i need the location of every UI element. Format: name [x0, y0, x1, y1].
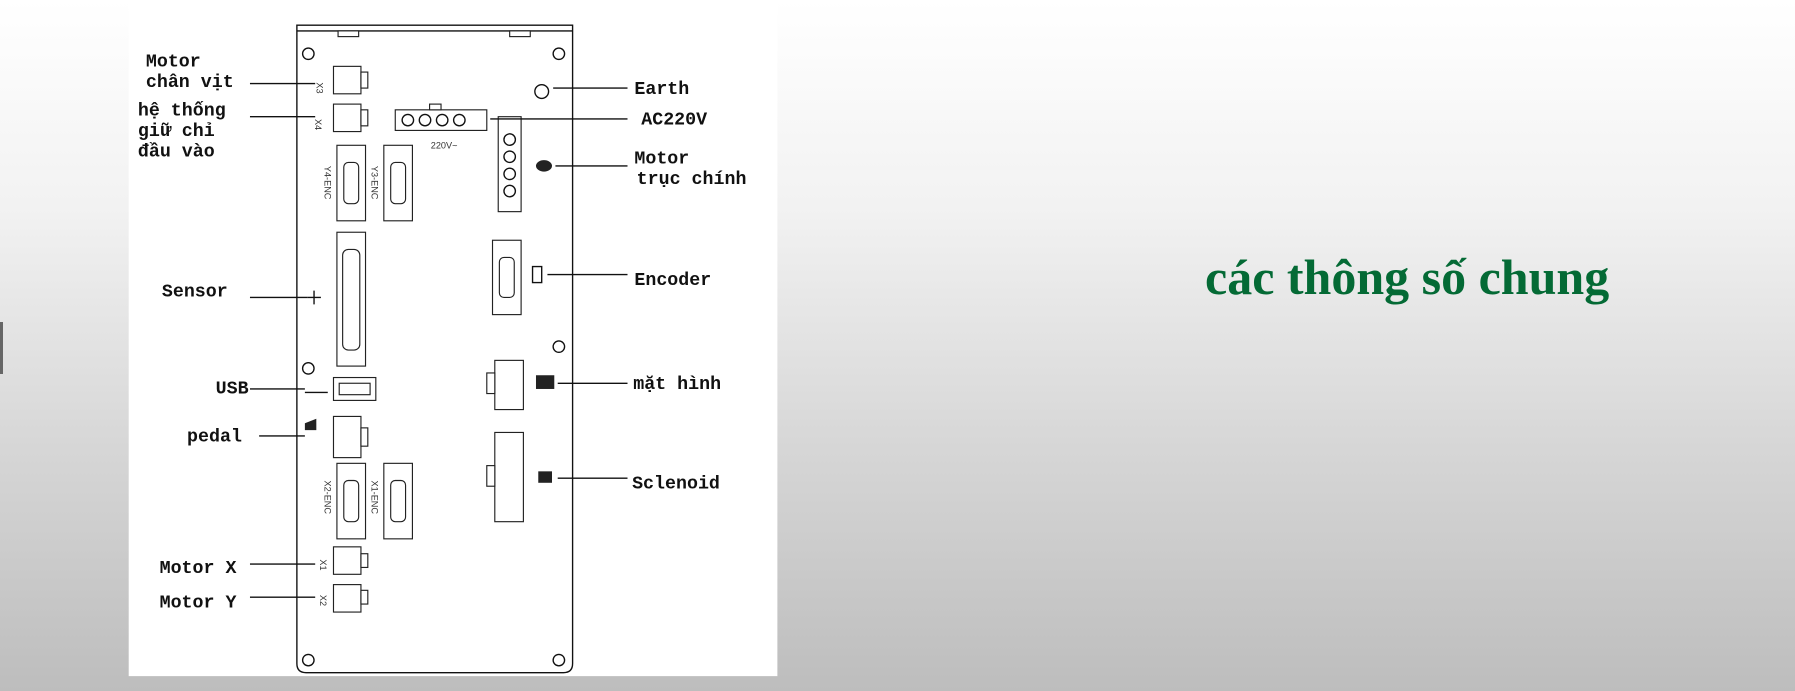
connector-x2 [332, 584, 369, 613]
label-motor-chan-vit-line2: chân vịt [146, 73, 234, 93]
label-motor-y: Motor Y [160, 593, 237, 613]
connector-x1 [332, 546, 369, 575]
label-motor-chan-vit: Motor [146, 52, 201, 72]
mark-y3-enc: Y3-ENC [369, 166, 379, 200]
connector-encoder [491, 239, 522, 316]
connector-x2-enc [336, 462, 367, 540]
connector-y3-enc [383, 144, 413, 222]
connector-usb [332, 376, 377, 401]
label-ac220v: AC220V [641, 111, 707, 131]
connector-y4-enc [336, 144, 367, 222]
label-he-thong-giu-chi: hệ thống [138, 101, 226, 122]
mark-x2: X2 [318, 595, 328, 606]
left-edge-marker [0, 322, 3, 374]
label-encoder: Encoder [634, 271, 711, 291]
label-motor-truc-chinh-line2: trục chính [637, 170, 747, 190]
solenoid-icon [538, 471, 552, 483]
label-earth: Earth [634, 80, 689, 100]
label-mat-hinh: mặt hình [633, 375, 721, 395]
motor-icon [535, 160, 552, 172]
connector-display [486, 359, 524, 411]
leader-lines [249, 82, 628, 598]
connector-solenoid [486, 431, 524, 523]
sensor-icon [307, 290, 321, 305]
mark-x1-enc: X1-ENC [369, 480, 379, 514]
mark-x1: X1 [318, 559, 328, 570]
label-he-thong-line2: giữ chỉ [138, 122, 215, 142]
label-he-thong-line3: đầu vào [138, 142, 215, 163]
display-icon [535, 375, 555, 389]
label-pedal: pedal [187, 428, 242, 448]
mark-x4: X4 [313, 119, 323, 130]
connector-ac220v [394, 103, 488, 131]
connector-spindle-motor [497, 116, 522, 213]
slide-title: các thông số chung [1205, 249, 1610, 305]
pedal-icon [304, 418, 317, 431]
mark-x3: X3 [314, 82, 324, 93]
connector-pedal [332, 415, 369, 459]
controller-board [296, 24, 574, 674]
mark-220v: 220V~ [431, 141, 458, 151]
connector-x1-enc [383, 462, 413, 540]
label-usb: USB [216, 380, 249, 400]
connector-x4 [332, 103, 369, 133]
mark-x2-enc: X2-ENC [322, 480, 332, 514]
connector-x3 [332, 65, 369, 95]
mark-y4-enc: Y4-ENC [322, 166, 332, 200]
connector-sensor-db25 [336, 231, 367, 367]
label-sensor: Sensor [162, 282, 228, 302]
label-motor-truc-chinh: Motor [634, 150, 689, 170]
label-solenoid: Sclenoid [632, 475, 720, 495]
label-motor-x: Motor X [160, 559, 237, 579]
earth-icon [534, 83, 550, 100]
encoder-icon [531, 265, 543, 284]
